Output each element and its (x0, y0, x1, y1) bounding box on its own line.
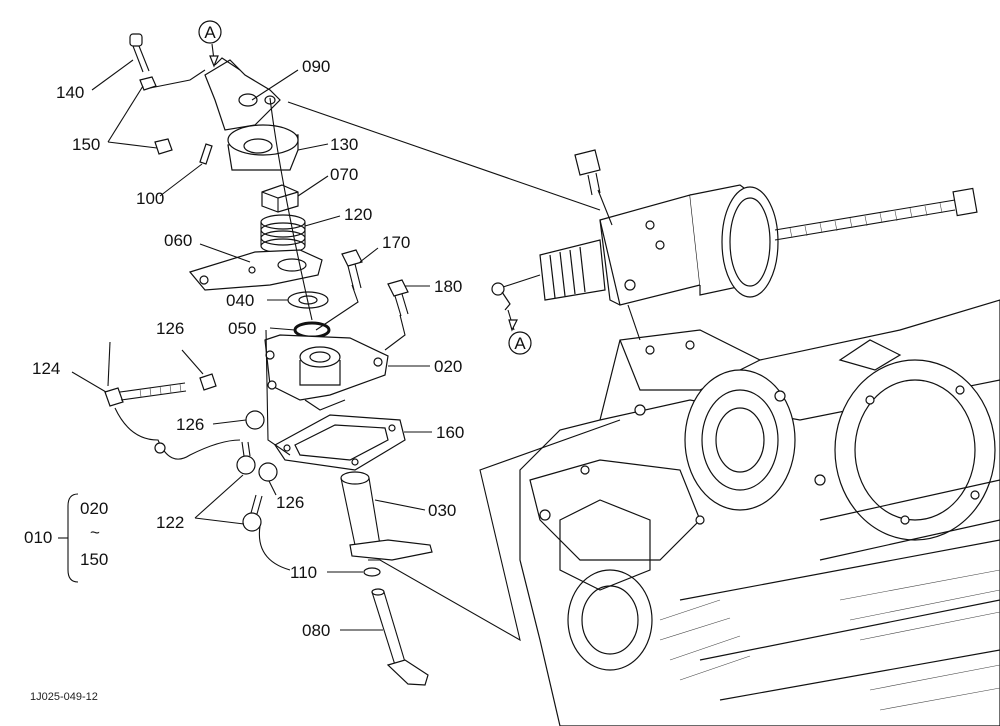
pin-100 (199, 143, 213, 165)
nut-070 (261, 184, 299, 213)
assembly-range-start: 020 (80, 499, 108, 518)
wire-top (107, 341, 111, 387)
spring-120 (260, 214, 306, 254)
callout-060: 060 (164, 231, 192, 250)
leader-lines (71, 59, 621, 642)
shaft-080 (371, 588, 429, 686)
ball-126-b (258, 462, 278, 482)
gasket-160 (274, 414, 406, 471)
ref-marker-label: A (204, 23, 216, 42)
ball-126-a (245, 410, 265, 430)
ref-marker-top: A (198, 20, 222, 68)
cam-130 (227, 124, 299, 171)
callout-040: 040 (226, 291, 254, 310)
bolt-124 (104, 382, 187, 407)
ref-marker-label: A (514, 334, 526, 353)
figure-code: 1J025-049-12 (30, 691, 98, 703)
shaft-030 (340, 471, 433, 561)
assembly-range-end: 150 (80, 550, 108, 569)
callout-170: 170 (382, 233, 410, 252)
housing-020 (264, 334, 389, 411)
callout-126-low: 126 (276, 493, 304, 512)
wire-end (154, 442, 166, 454)
lever-090 (204, 57, 281, 131)
nut-126-a (199, 373, 217, 391)
bolt-180 (387, 279, 409, 317)
callout-080: 080 (302, 621, 330, 640)
callout-150: 150 (72, 135, 100, 154)
callout-122: 122 (156, 513, 184, 532)
callout-090: 090 (302, 57, 330, 76)
ref-marker-bottom: A (507, 309, 532, 355)
bolt-140 (129, 33, 150, 73)
callout-070: 070 (330, 165, 358, 184)
assembly-range-sep: ~ (90, 523, 100, 542)
clip-110 (363, 567, 381, 577)
plate-060 (188, 249, 323, 291)
ball-joint-122-a (236, 441, 256, 475)
callout-140: 140 (56, 83, 84, 102)
callout-120: 120 (344, 205, 372, 224)
callout-020: 020 (434, 357, 462, 376)
callout-100: 100 (136, 189, 164, 208)
callout-110: 110 (290, 563, 317, 582)
assembly-code: 010 (24, 528, 52, 547)
callout-130: 130 (330, 135, 358, 154)
callout-124: 124 (32, 359, 60, 378)
callout-050: 050 (228, 319, 256, 338)
assembly-bracket: 010 020 ~ 150 (24, 493, 108, 583)
ball-joint-122-b (242, 494, 263, 532)
stop-solenoid (491, 149, 978, 341)
callout-126-top: 126 (156, 319, 184, 338)
nut-150-a (139, 76, 157, 91)
bolt-170 (341, 249, 363, 291)
callout-030: 030 (428, 501, 456, 520)
callout-160: 160 (436, 423, 464, 442)
engine-block (519, 299, 1000, 726)
callout-180: 180 (434, 277, 462, 296)
wire-124 (114, 407, 241, 460)
nut-150-b (154, 138, 173, 155)
callout-126-mid: 126 (176, 415, 204, 434)
